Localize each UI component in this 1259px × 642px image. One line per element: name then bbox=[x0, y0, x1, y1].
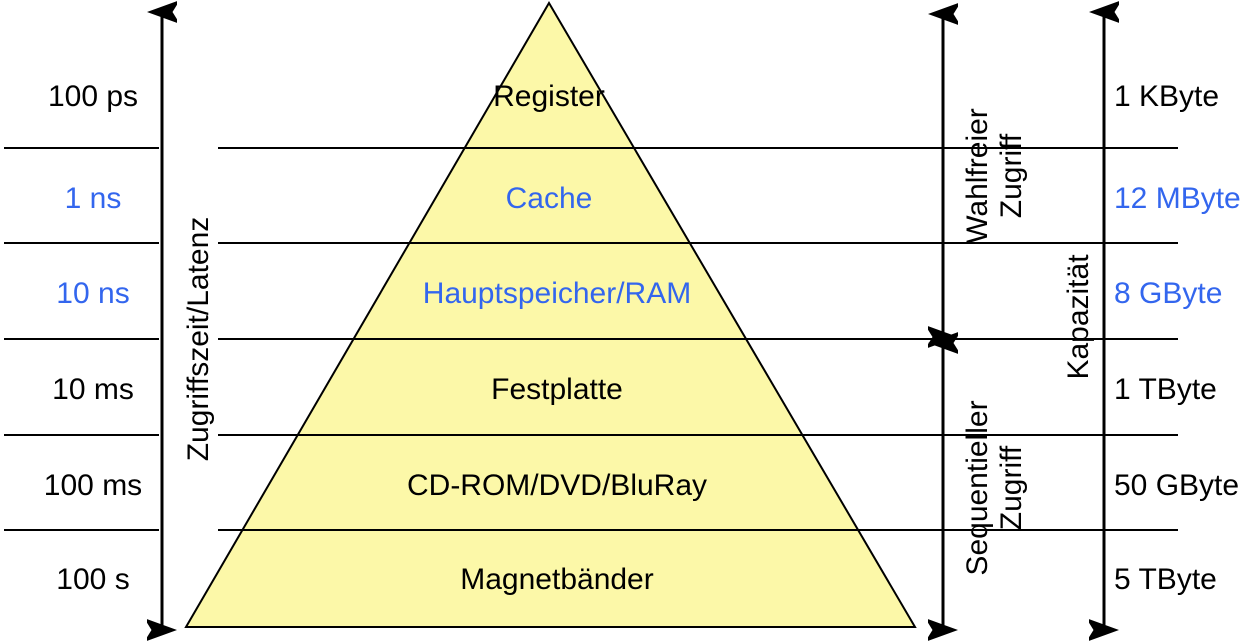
access-time-axis-label: Zugriffszeit/Latenz bbox=[182, 216, 215, 462]
capacity-value-2: 12 MByte bbox=[1114, 182, 1241, 215]
pyramid-level-cache: Cache bbox=[505, 182, 593, 215]
capacity-value-1: 1 KByte bbox=[1114, 80, 1220, 113]
divider-lines-left bbox=[4, 147, 159, 531]
pyramid-level-harddisk: Festplatte bbox=[491, 373, 623, 406]
latency-value-6: 100 s bbox=[56, 563, 130, 596]
latency-value-2: 1 ns bbox=[64, 182, 122, 215]
pyramid-level-tape: Magnetbänder bbox=[460, 563, 654, 596]
pyramid-level-optical: CD-ROM/DVD/BluRay bbox=[406, 469, 708, 502]
sequential-access-label-line2: Zugriff bbox=[995, 445, 1028, 531]
pyramid-shape bbox=[184, 1, 917, 628]
capacity-axis-label: Kapazität bbox=[1062, 254, 1095, 380]
capacity-value-3: 8 GByte bbox=[1114, 277, 1223, 310]
capacity-value-5: 50 GByte bbox=[1114, 469, 1240, 502]
random-access-label-line2: Zugriff bbox=[995, 133, 1028, 219]
capacity-value-6: 5 TByte bbox=[1114, 563, 1217, 596]
latency-value-3: 10 ns bbox=[56, 277, 130, 310]
pyramid-level-main-memory: Hauptspeicher/RAM bbox=[422, 277, 692, 310]
divider-lines-main bbox=[218, 147, 1178, 531]
pyramid-level-register: Register bbox=[493, 80, 605, 113]
latency-value-5: 100 ms bbox=[43, 469, 143, 502]
sequential-access-label-line1: Sequentieller bbox=[961, 400, 994, 576]
capacity-value-4: 1 TByte bbox=[1114, 373, 1217, 406]
random-access-label-line1: Wahlfreier bbox=[961, 108, 994, 244]
latency-value-4: 10 ms bbox=[52, 373, 134, 406]
latency-value-1: 100 ps bbox=[47, 80, 139, 113]
